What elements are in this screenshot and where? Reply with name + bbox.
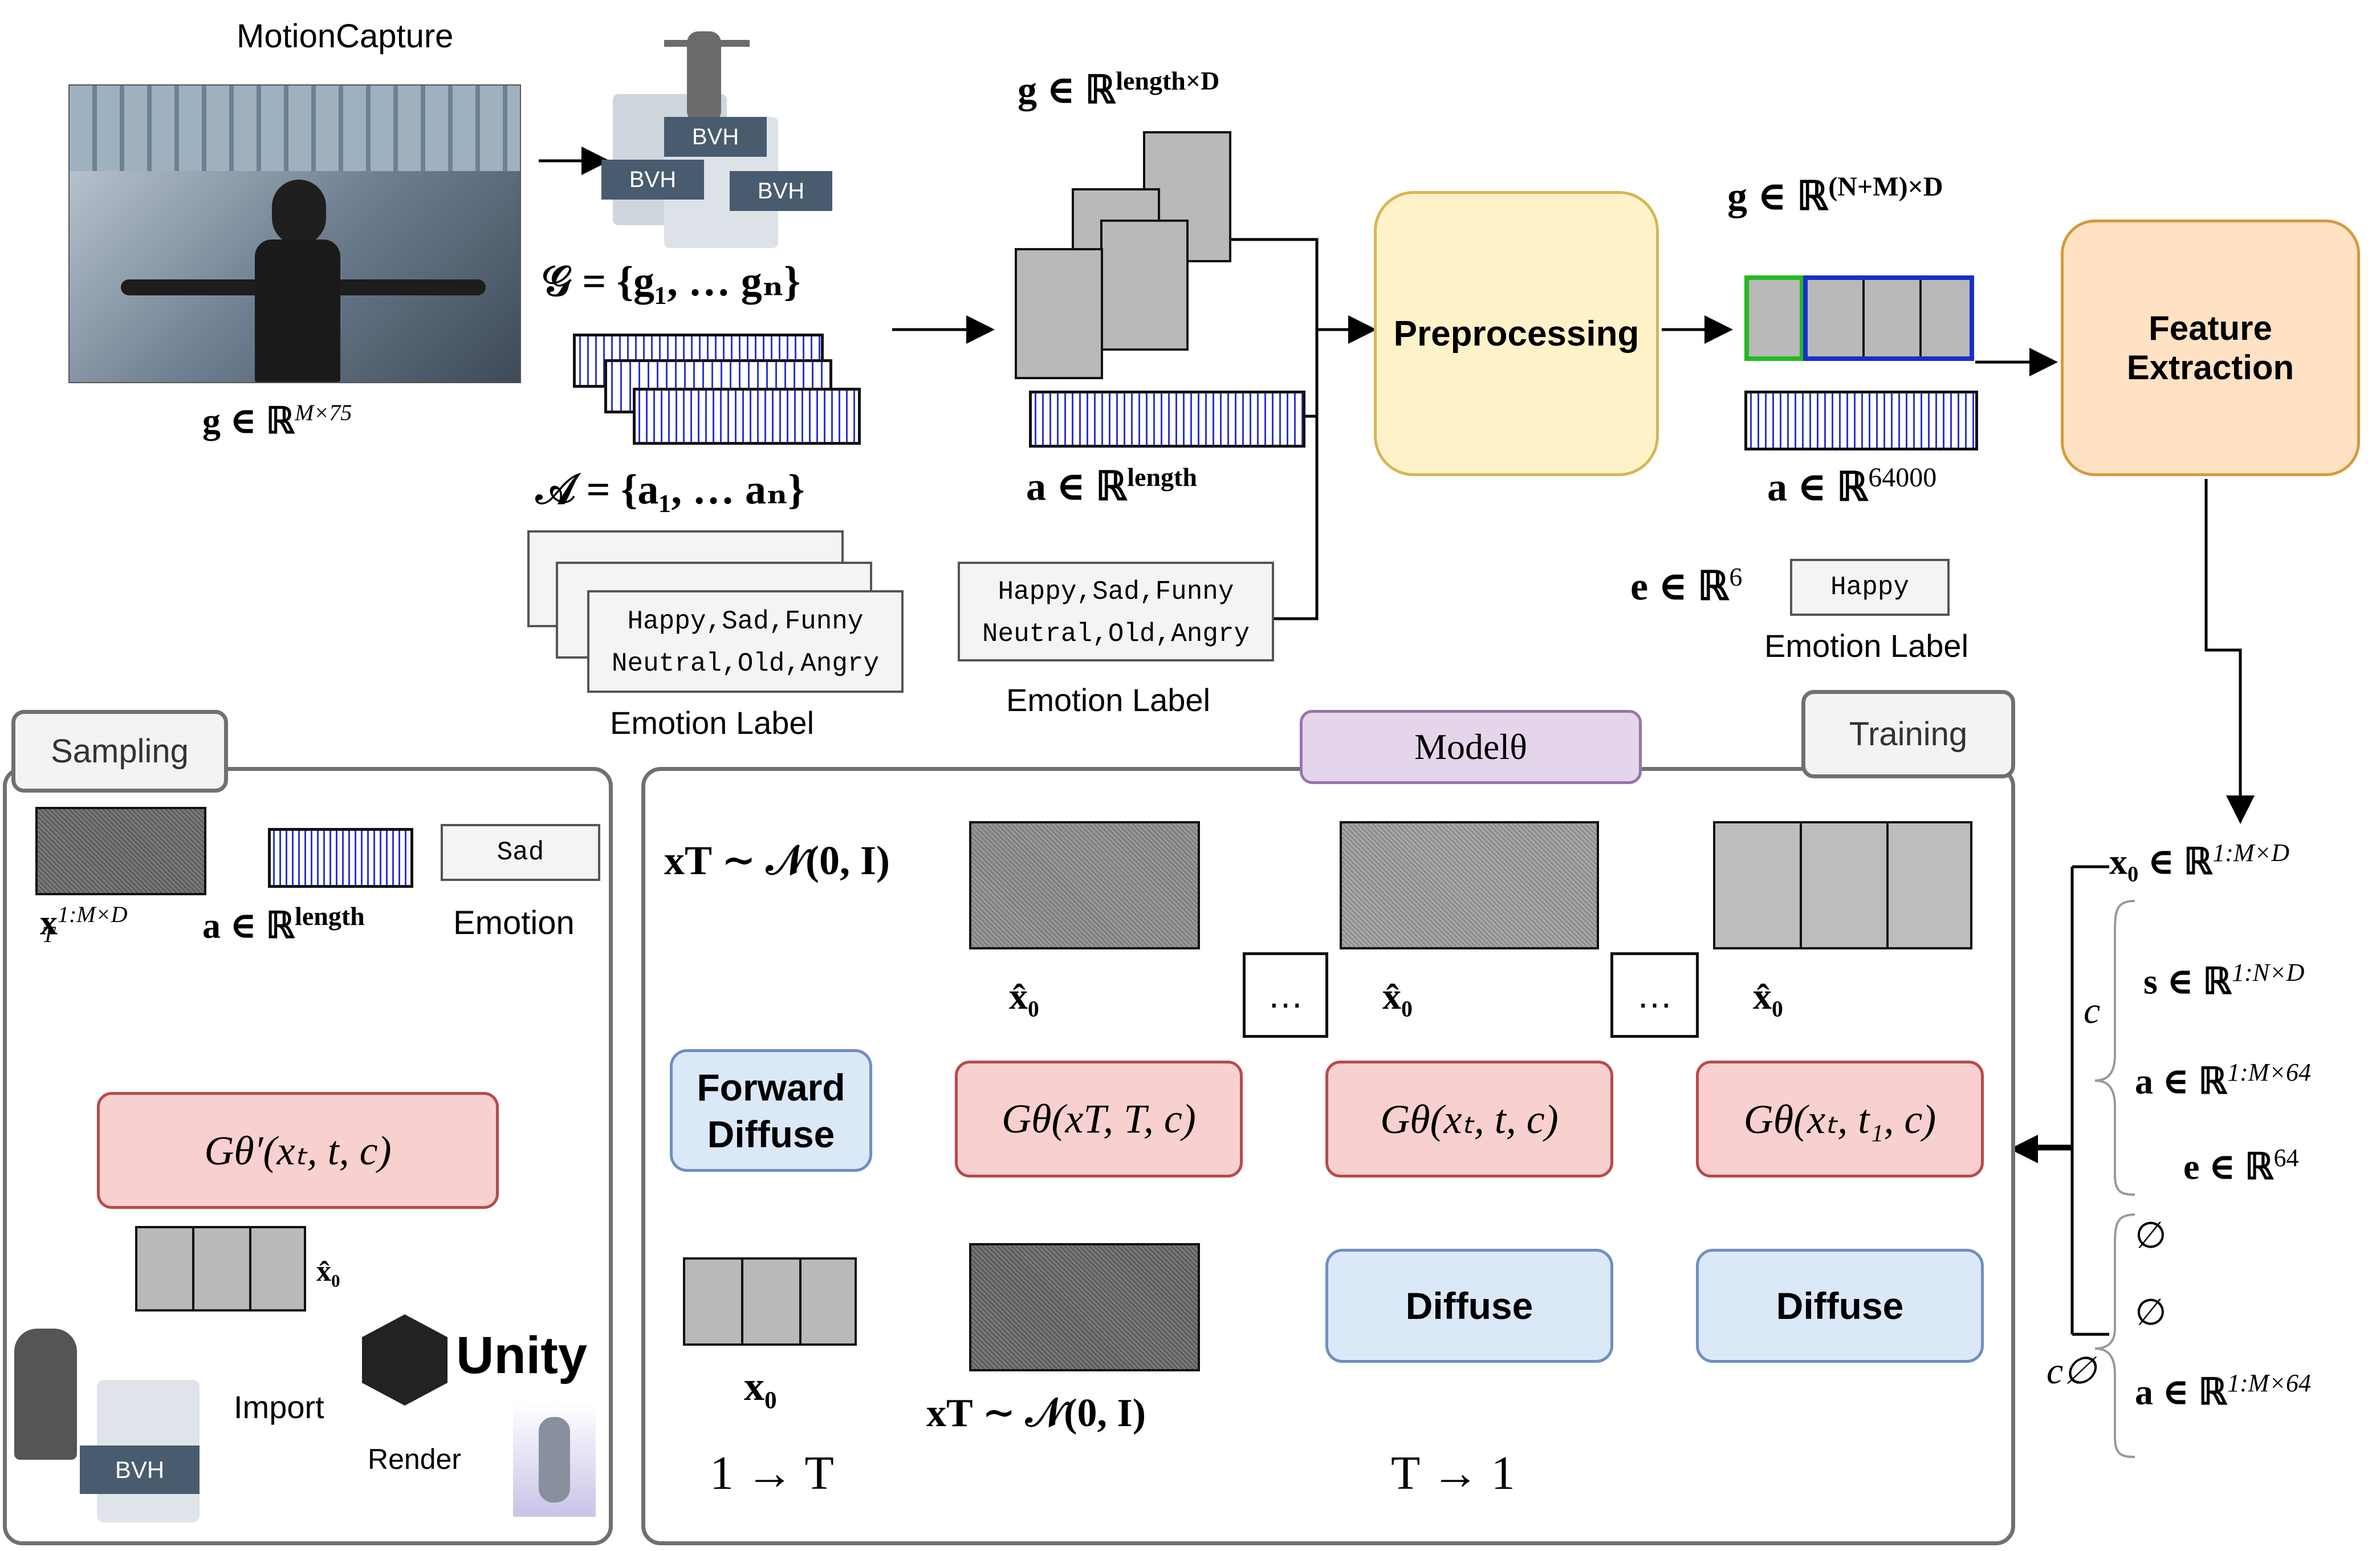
bvh-tag-1: BVH [664, 117, 767, 157]
stage1-noise-frames [969, 1243, 1200, 1371]
audio-wave-3 [633, 388, 861, 445]
segment-emotion-label: Emotion Label [1006, 682, 1211, 718]
processed-emotion-label: Emotion Label [1764, 628, 1969, 664]
feature-a-null: a ∈ ℝ1:M×64 [2135, 1369, 2312, 1412]
capture-gesture-dim: g ∈ ℝM×75 [202, 400, 352, 441]
training-x0-frames [683, 1257, 857, 1346]
feature-x0: x₀ ∈ ℝ1:M×D [2109, 839, 2290, 882]
segment-audio-wave [1029, 391, 1305, 448]
segment-audio-dim: a ∈ ℝlength [1026, 462, 1197, 509]
stage2-generator: Gθ(xₜ, t, c) [1325, 1061, 1613, 1178]
feature-c-null: c∅ [2047, 1350, 2096, 1392]
sampling-emotion-label: Emotion [453, 904, 575, 941]
sampling-audio-wave [268, 828, 413, 888]
training-tab[interactable]: Training [1801, 690, 2015, 778]
capture-emotion-label: Emotion Label [610, 705, 815, 741]
bvh-tag-3: BVH [730, 171, 832, 211]
processed-audio-wave [1744, 391, 1978, 450]
stage1-x0hat: x̂₀ [1009, 976, 1039, 1017]
training-xT-noise: xT ∼ 𝒩(0, I) [664, 838, 890, 883]
stage3-x0hat: x̂₀ [1753, 976, 1783, 1017]
import-label: Import [234, 1389, 324, 1425]
segment-gesture-dim: g ∈ ℝlength×D [1018, 66, 1220, 112]
forward-diffuse-block: Forward Diffuse [670, 1049, 872, 1172]
unity-logo-icon [362, 1314, 447, 1406]
sampling-audio-dim: a ∈ ℝlength [202, 902, 365, 946]
render-label: Render [368, 1443, 461, 1475]
stage2-diffuse: Diffuse [1325, 1249, 1613, 1363]
stage2-output-frames [1340, 821, 1599, 949]
processed-emotion-dim: e ∈ ℝ6 [1630, 562, 1743, 609]
audio-set: 𝒜 = {a₁, … aₙ} [536, 466, 805, 513]
rendered-avatar-image [513, 1403, 596, 1517]
avatar-figure-icon [14, 1329, 77, 1460]
feature-extraction-block: Feature Extraction [2061, 220, 2360, 476]
sampling-output-frames [135, 1226, 306, 1312]
seed-gesture-frame [1744, 275, 1804, 361]
feature-c: c [2084, 990, 2101, 1032]
feature-null-2: ∅ [2135, 1292, 2167, 1333]
processed-gesture-dim: g ∈ ℝ(N+M)×D [1727, 172, 1943, 219]
bvh-tag-2: BVH [601, 160, 704, 200]
feature-null-1: ∅ [2135, 1215, 2167, 1256]
stage1-generator: Gθ(xT, T, c) [955, 1061, 1243, 1178]
bvh-file-stack: BVH BVH BVH [601, 31, 832, 248]
segment-frame-2 [1100, 220, 1189, 351]
feature-a: a ∈ ℝ1:M×64 [2135, 1058, 2312, 1102]
preprocessing-block: Preprocessing [1374, 191, 1659, 476]
stage3-diffuse: Diffuse [1696, 1249, 1984, 1363]
feature-s: s ∈ ℝ1:N×D [2143, 959, 2305, 1002]
motion-capture-title: MotionCapture [237, 18, 454, 55]
sampling-bvh-tag: BVH [80, 1446, 200, 1494]
sampling-xT: x1:M×DT [40, 902, 128, 948]
processed-audio-dim: a ∈ ℝ64000 [1767, 462, 1937, 510]
stage-dots-2: … [1610, 952, 1699, 1038]
training-x0: x₀ [744, 1363, 777, 1409]
stage3-output-frames [1713, 821, 1972, 949]
model-label: Modelθ [1300, 710, 1642, 784]
target-gesture-frames [1803, 275, 1974, 361]
sampling-noise-frames [35, 807, 206, 895]
segment-emotion-card: Happy,Sad,Funny Neutral,Old,Angry [958, 562, 1274, 661]
segment-frame-1 [1015, 248, 1103, 379]
stage2-x0hat: x̂₀ [1382, 976, 1413, 1017]
feature-e: e ∈ ℝ64 [2183, 1144, 2299, 1187]
forward-range-label: 1 → T [710, 1447, 834, 1500]
training-xT-noise-bottom: xT ∼ 𝒩(0, I) [926, 1391, 1146, 1435]
unity-wordmark: Unity [456, 1326, 587, 1384]
processed-emotion-value: Happy [1790, 559, 1950, 616]
emotion-card-3: Happy,Sad,Funny Neutral,Old,Angry [587, 590, 904, 693]
gesture-set: 𝒢 = {g₁, … gₙ} [542, 258, 801, 305]
reverse-range-label: T → 1 [1391, 1447, 1515, 1500]
sampling-emotion-value: Sad [441, 824, 600, 881]
sampling-x0hat: x̂₀ [316, 1255, 340, 1288]
stage3-generator: Gθ(xₜ, t₁, c) [1696, 1061, 1984, 1178]
sampling-tab[interactable]: Sampling [11, 710, 228, 793]
sampling-generator-block: Gθ′(xₜ, t, c) [97, 1092, 499, 1209]
stage-dots-1: … [1243, 952, 1328, 1038]
motion-capture-photo [68, 84, 521, 383]
stage1-output-frames [969, 821, 1200, 949]
